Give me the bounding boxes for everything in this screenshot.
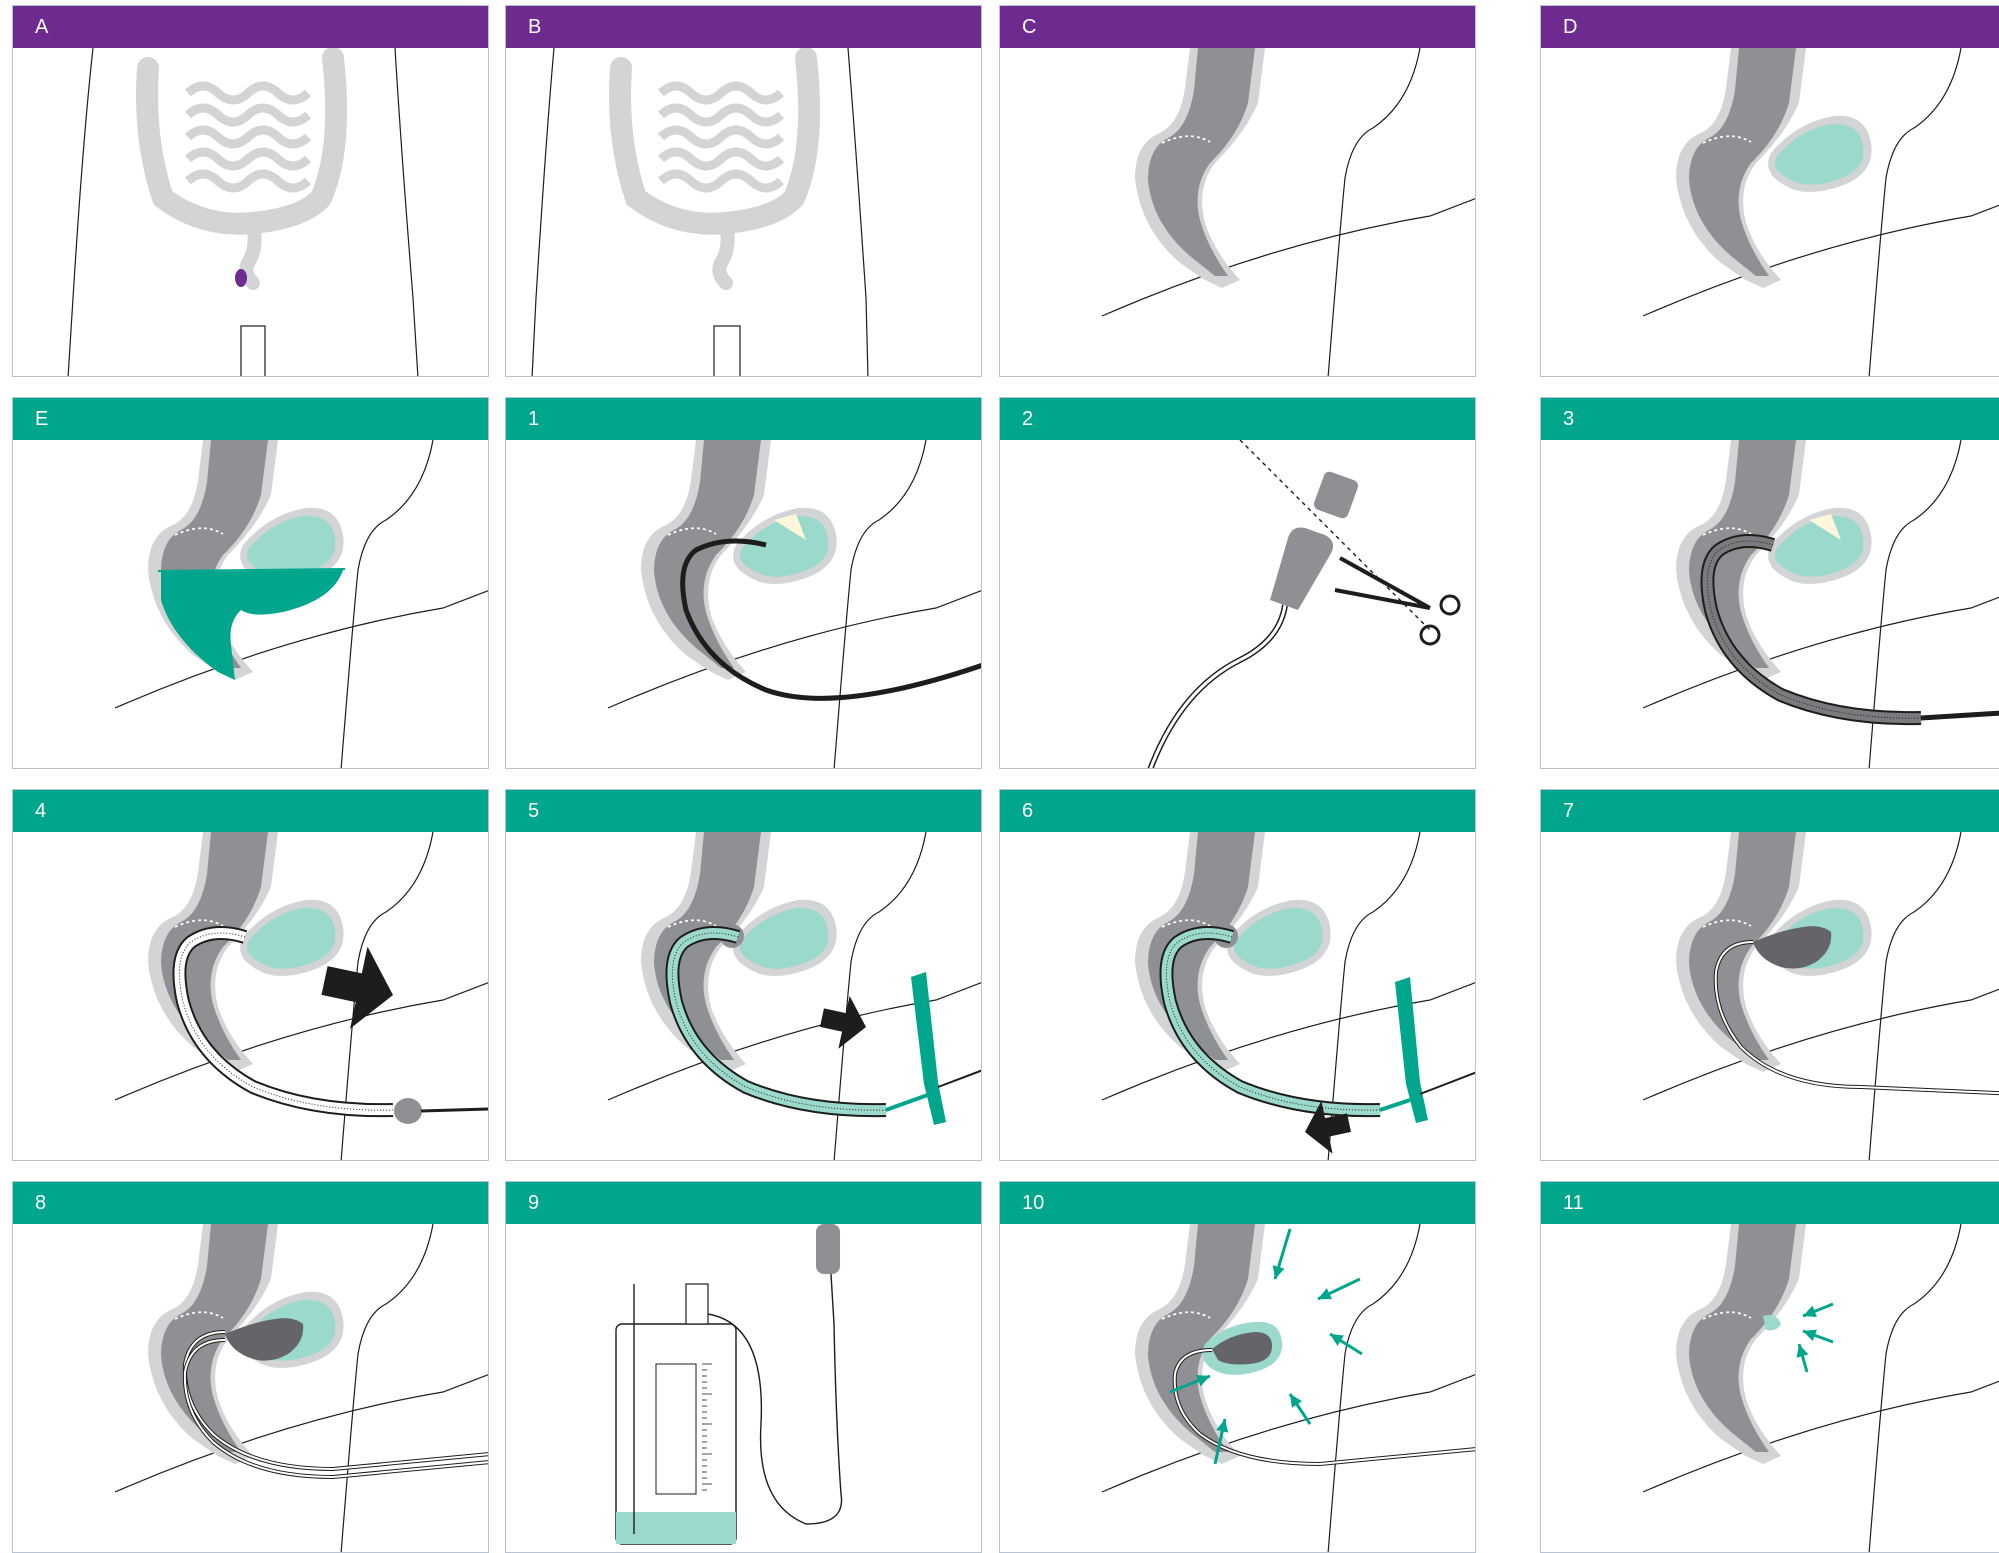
- step-label: 4: [13, 790, 488, 832]
- step-illustration: [13, 48, 489, 377]
- step-panel-c: C: [999, 5, 1476, 377]
- step-label: 10: [1000, 1182, 1475, 1224]
- step-illustration: [1541, 832, 1999, 1161]
- step-panel-11: 11: [1540, 1181, 1999, 1553]
- step-panel-4: 4: [12, 789, 489, 1161]
- step-label: 3: [1541, 398, 1999, 440]
- step-panel-8: 8: [12, 1181, 489, 1553]
- step-label: 7: [1541, 790, 1999, 832]
- step-label: 2: [1000, 398, 1475, 440]
- step-panel-a: A: [12, 5, 489, 377]
- step-panel-9: 9: [505, 1181, 982, 1553]
- step-label: C: [1000, 6, 1475, 48]
- step-label: E: [13, 398, 488, 440]
- step-illustration: [506, 48, 982, 377]
- step-illustration: [1541, 1224, 1999, 1553]
- step-label: 11: [1541, 1182, 1999, 1224]
- step-illustration: [1000, 1224, 1476, 1553]
- step-label: 8: [13, 1182, 488, 1224]
- step-label: B: [506, 6, 981, 48]
- step-label: A: [13, 6, 488, 48]
- step-illustration: [1000, 440, 1476, 769]
- step-panel-6: 6: [999, 789, 1476, 1161]
- step-panel-d: D: [1540, 5, 1999, 377]
- step-panel-3: 3: [1540, 397, 1999, 769]
- step-illustration: [1000, 832, 1476, 1161]
- step-label: 6: [1000, 790, 1475, 832]
- step-label: 1: [506, 398, 981, 440]
- step-illustration: [506, 1224, 982, 1553]
- step-illustration: [13, 1224, 489, 1553]
- step-panel-1: 1: [505, 397, 982, 769]
- step-label: 9: [506, 1182, 981, 1224]
- step-illustration: [506, 440, 982, 769]
- step-label: 5: [506, 790, 981, 832]
- step-illustration: [13, 440, 489, 769]
- step-illustration: [1541, 48, 1999, 377]
- step-panel-e: E: [12, 397, 489, 769]
- step-illustration: [1000, 48, 1476, 377]
- step-illustration: [1541, 440, 1999, 769]
- step-illustration: [506, 832, 982, 1161]
- step-panel-5: 5: [505, 789, 982, 1161]
- step-panel-7: 7: [1540, 789, 1999, 1161]
- step-illustration: [13, 832, 489, 1161]
- step-label: D: [1541, 6, 1999, 48]
- step-panel-10: 10: [999, 1181, 1476, 1553]
- step-panel-2: 2: [999, 397, 1476, 769]
- step-panel-b: B: [505, 5, 982, 377]
